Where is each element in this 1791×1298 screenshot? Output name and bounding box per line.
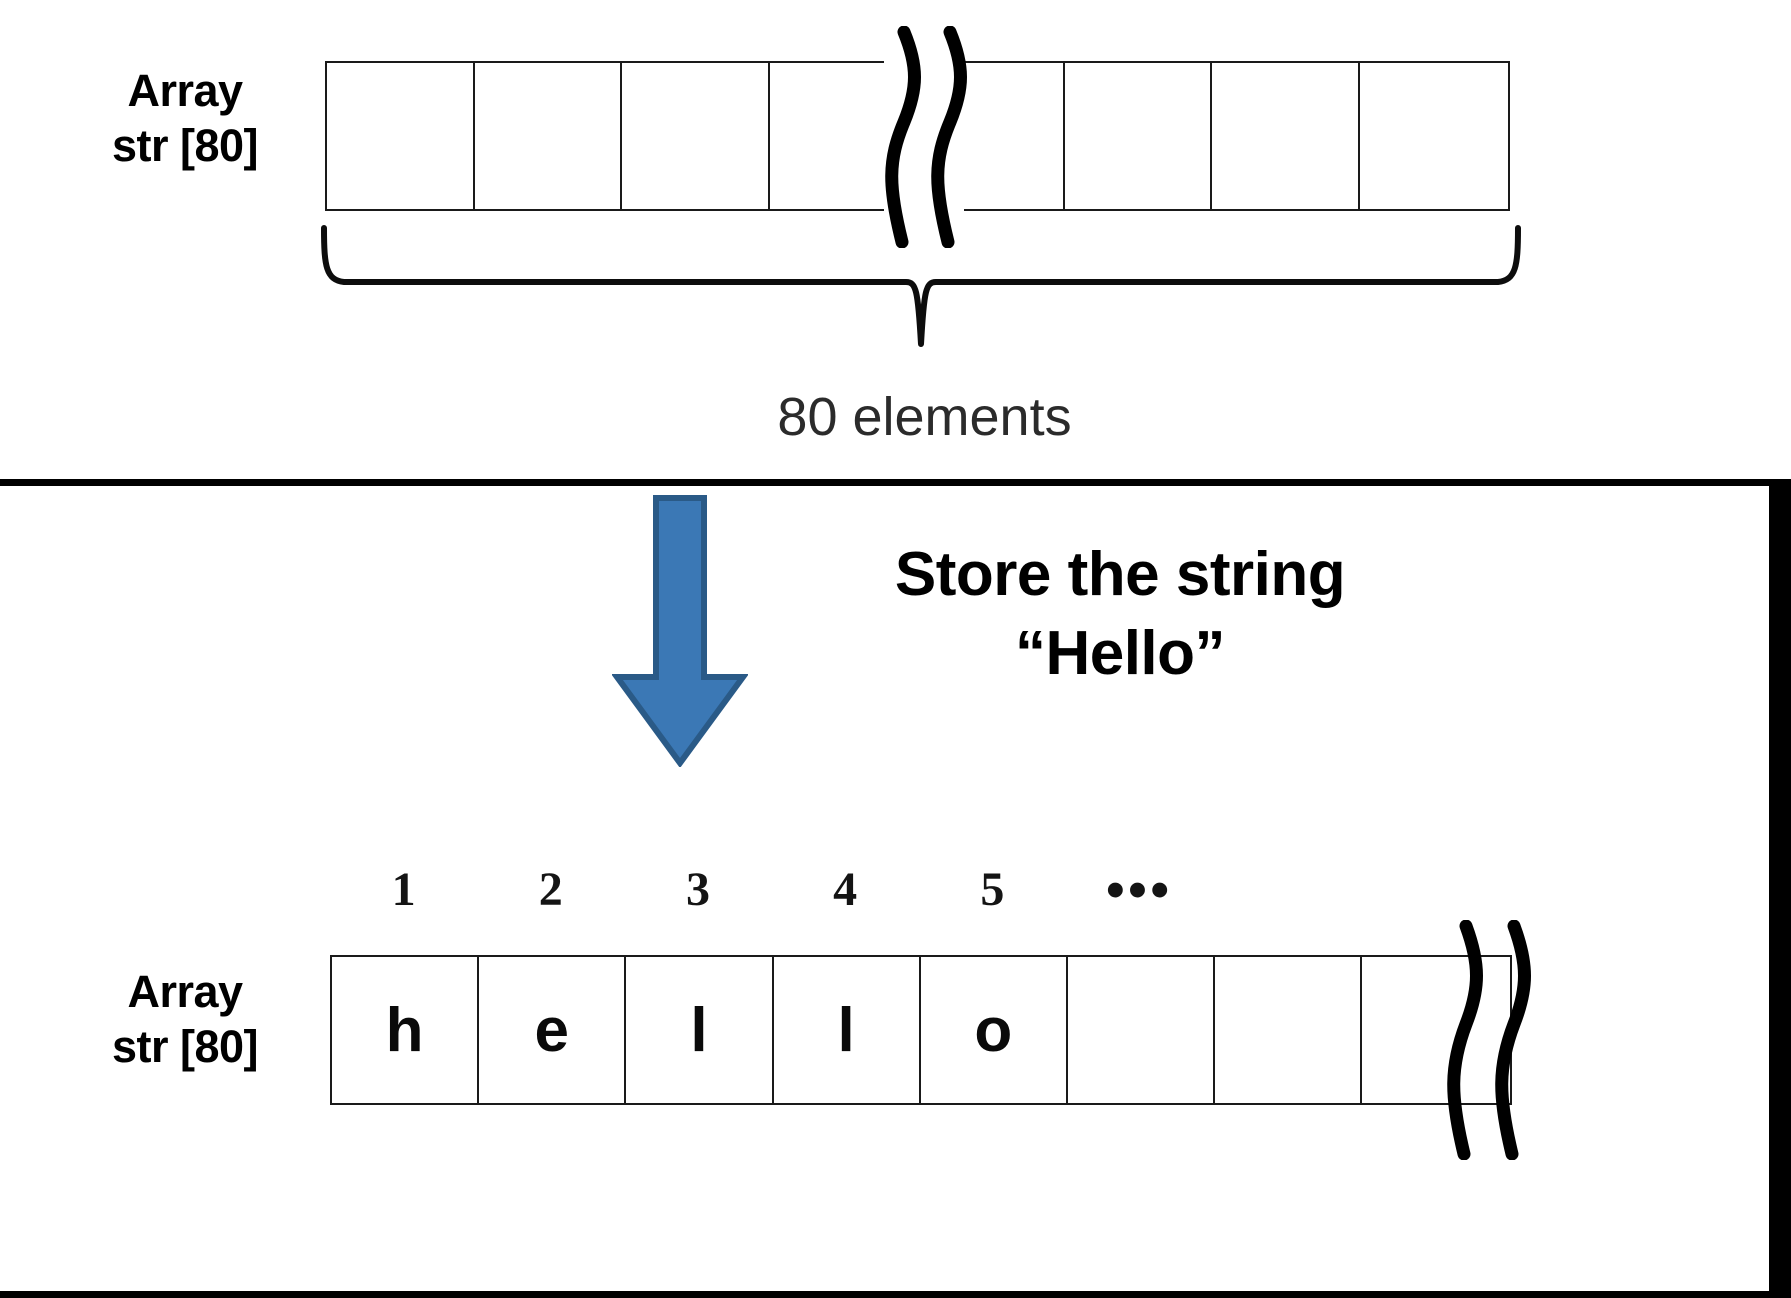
array-cell <box>327 63 475 209</box>
headline-line2: “Hello” <box>1014 619 1226 689</box>
array-cell <box>1068 957 1216 1103</box>
array-cell <box>917 63 1065 209</box>
store-string-headline: Store the string “Hello” <box>760 535 1480 694</box>
array-cell: o <box>921 957 1068 1103</box>
top-array-label-line2: str [80] <box>111 119 259 171</box>
top-break-mask <box>884 55 964 217</box>
array-cell: l <box>774 957 921 1103</box>
top-array-label: Array str [80] <box>55 64 315 174</box>
array-cell: h <box>332 957 480 1103</box>
array-cell <box>1362 957 1509 1103</box>
array-cell <box>1065 63 1212 209</box>
array-cell <box>622 63 770 209</box>
bottom-array-label-line1: Array <box>127 966 243 1017</box>
bottom-array-label-line2: str [80] <box>111 1020 259 1072</box>
array-cell <box>1360 63 1508 209</box>
array-cell <box>1212 63 1360 209</box>
top-array-section: Array str [80] 80 elements <box>0 0 1791 478</box>
bottom-array-label: Array str [80] <box>55 965 315 1075</box>
down-arrow-icon <box>611 495 749 769</box>
array-index-label: 1 <box>391 863 416 916</box>
array-index-ellipsis: ••• <box>1106 861 1173 919</box>
array-index-label: 4 <box>833 863 858 916</box>
bottom-panel-frame <box>0 479 1791 1298</box>
array-span-brace <box>318 222 1524 352</box>
array-cell: l <box>626 957 774 1103</box>
top-array-label-line1: Array <box>127 65 243 116</box>
elements-count-text: 80 elements <box>777 387 1072 447</box>
array-cell: e <box>479 957 627 1103</box>
array-cell <box>1215 957 1363 1103</box>
bottom-array-cells: h e l l o <box>330 955 1512 1105</box>
array-index-row: 1 2 3 4 5 ••• <box>330 855 1512 925</box>
array-index-label: 5 <box>980 863 1005 916</box>
array-index-label <box>1360 855 1507 925</box>
array-index-label: 3 <box>685 863 710 916</box>
array-index-label <box>1213 855 1360 925</box>
elements-count-caption: 80 elements <box>0 386 1791 448</box>
headline-line1: Store the string <box>894 540 1346 609</box>
array-index-label: 2 <box>538 863 563 916</box>
array-cell <box>475 63 622 209</box>
